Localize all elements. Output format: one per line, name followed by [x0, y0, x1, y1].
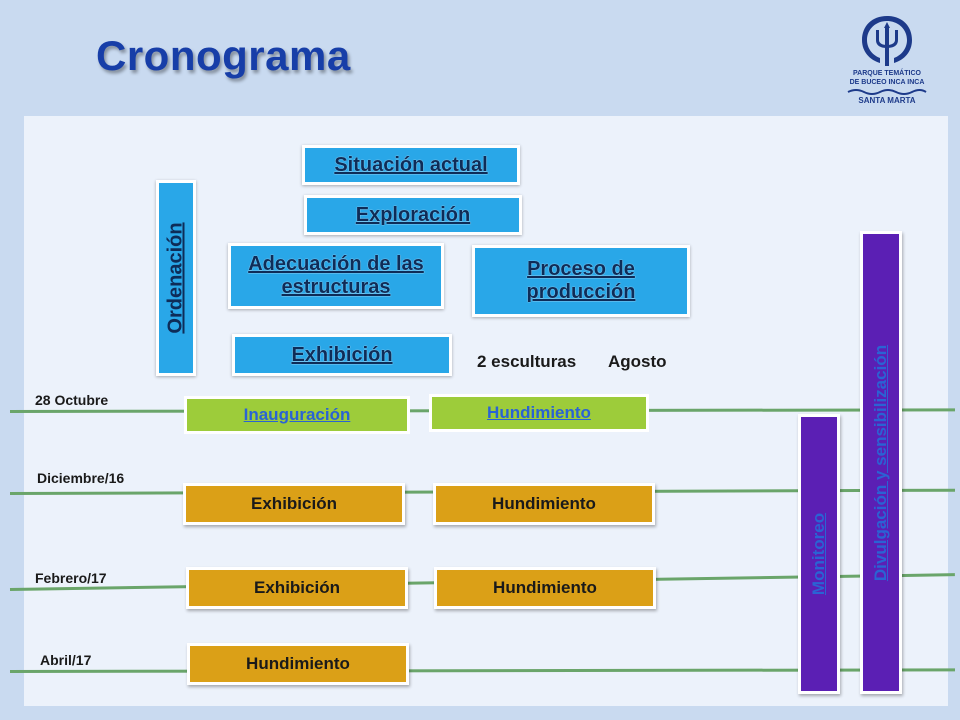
divulgacion-bar: Divulgación y sensibilización: [860, 231, 902, 694]
event-hundimiento-diciembre: Hundimiento: [433, 483, 655, 525]
event-exhibicion-diciembre: Exhibición: [183, 483, 405, 525]
phase-situacion-actual: Situación actual: [302, 145, 520, 185]
logo-text-line1: PARQUE TEMÁTICO: [853, 70, 921, 77]
date-febrero: Febrero/17: [35, 570, 107, 586]
event-hundimiento-link[interactable]: Hundimiento: [429, 394, 649, 432]
wave-icon: [847, 89, 927, 95]
date-abril: Abril/17: [40, 652, 92, 668]
logo-text-line2: DE BUCEO INCA INCA: [849, 79, 925, 86]
event-inauguracion-link[interactable]: Inauguración: [184, 396, 410, 434]
phase-exploracion: Exploración: [304, 195, 522, 235]
monitoreo-bar: Monitoreo: [798, 414, 840, 694]
event-hundimiento-febrero: Hundimiento: [434, 567, 656, 609]
phase-adecuacion: Adecuación de las estructuras: [228, 243, 444, 309]
phase-proceso-produccion: Proceso de producción: [472, 245, 690, 317]
phase-exhibicion: Exhibición: [232, 334, 452, 376]
event-hundimiento-abril: Hundimiento: [187, 643, 409, 685]
phase-ordenacion: Ordenación: [156, 180, 196, 376]
park-logo: PARQUE TEMÁTICO DE BUCEO INCA INCA SANTA…: [846, 10, 928, 108]
date-diciembre: Diciembre/16: [37, 470, 125, 486]
note-esculturas: 2 esculturas: [477, 352, 577, 371]
logo-text-line3: SANTA MARTA: [858, 96, 916, 105]
divulgacion-link[interactable]: Divulgación y sensibilización: [871, 344, 890, 581]
phase-ordenacion-label: Ordenación: [164, 222, 187, 334]
note-agosto: Agosto: [608, 352, 667, 371]
page-title: Cronograma: [96, 32, 351, 79]
date-octubre: 28 Octubre: [35, 392, 109, 408]
event-exhibicion-febrero: Exhibición: [186, 567, 408, 609]
monitoreo-link[interactable]: Monitoreo: [809, 512, 828, 596]
trident-logo-icon: [862, 16, 912, 66]
